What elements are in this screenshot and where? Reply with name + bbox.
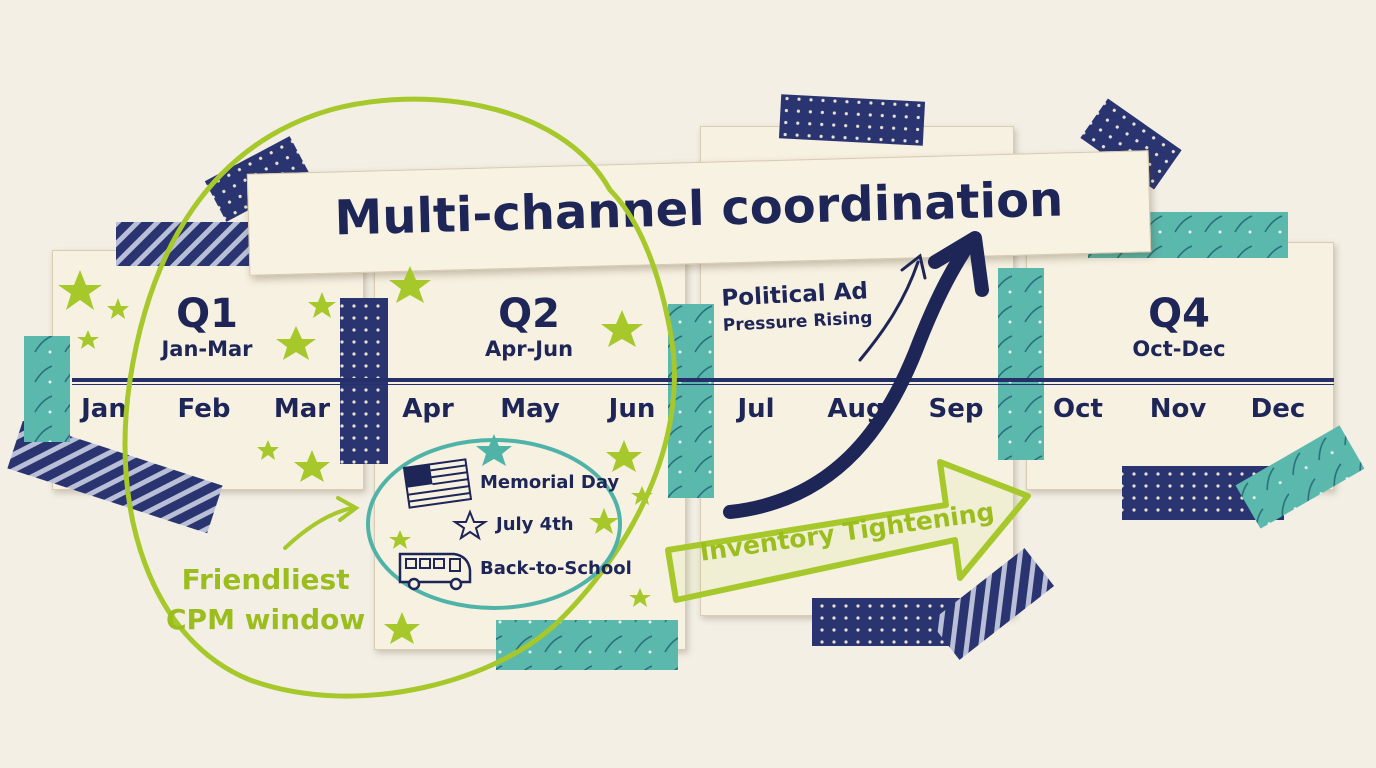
tape-stripes-bottom — [929, 548, 1055, 660]
month-label: Oct — [1053, 394, 1103, 424]
month-label: Apr — [402, 394, 454, 424]
star-icon — [476, 434, 512, 466]
flag-icon — [402, 458, 473, 509]
month-label: Nov — [1149, 394, 1207, 424]
political-ad-label: Political Ad Pressure Rising — [721, 278, 873, 336]
timeline-line-thin — [72, 384, 1334, 385]
tape-stripes-q1 — [116, 222, 256, 266]
school-bus-icon — [398, 552, 472, 591]
quarter-q4: Q4 Oct-Dec — [1104, 292, 1254, 362]
quarter-range: Oct-Dec — [1132, 337, 1226, 361]
quarter-range: Apr-Jun — [484, 337, 574, 361]
timeline-line — [72, 378, 1334, 382]
tape-teal-left — [24, 336, 70, 442]
month-label: Jul — [737, 394, 775, 424]
month-label: Sep — [928, 394, 984, 424]
q2-card — [374, 250, 686, 650]
cpm-line-2: CPM window — [166, 603, 366, 636]
tape-teal-right — [1235, 425, 1365, 529]
star-decorations — [58, 266, 653, 644]
holiday-memorial-day: Memorial Day — [480, 472, 620, 493]
quarter-q1: Q1 Jan-Mar — [132, 292, 282, 362]
month-label: Dec — [1250, 394, 1306, 424]
quarter-name: Q1 — [176, 291, 238, 337]
tape-dots-top — [778, 94, 926, 146]
q4-card — [1026, 242, 1334, 490]
political-arrow-icon — [858, 260, 920, 362]
cpm-window-loop — [122, 96, 677, 699]
arrow-icon — [283, 506, 354, 550]
holiday-back-to-school: Back-to-School — [480, 558, 632, 579]
holiday-july-4th: July 4th — [496, 514, 574, 535]
quarter-name: Q2 — [498, 291, 560, 337]
month-label: Jan — [81, 394, 127, 424]
tape-teal-q3 — [998, 268, 1044, 460]
inventory-arrow-icon — [665, 459, 1031, 603]
star-outline-icon — [451, 509, 489, 541]
quarter-name: Q4 — [1148, 291, 1210, 337]
quarter-q2: Q2 Apr-Jun — [454, 292, 604, 362]
tape-dots-corner — [1080, 98, 1182, 190]
cpm-line-1: Friendliest — [181, 563, 350, 596]
month-label: May — [500, 394, 560, 424]
month-label: Feb — [177, 394, 231, 424]
month-label: Jun — [608, 394, 656, 424]
quarter-range: Jan-Mar — [161, 337, 253, 361]
tape-stripes-left — [7, 420, 223, 534]
cpm-window-label: Friendliest CPM window — [166, 560, 365, 640]
rising-arrow-icon — [723, 238, 975, 519]
month-label: Mar — [273, 394, 331, 424]
